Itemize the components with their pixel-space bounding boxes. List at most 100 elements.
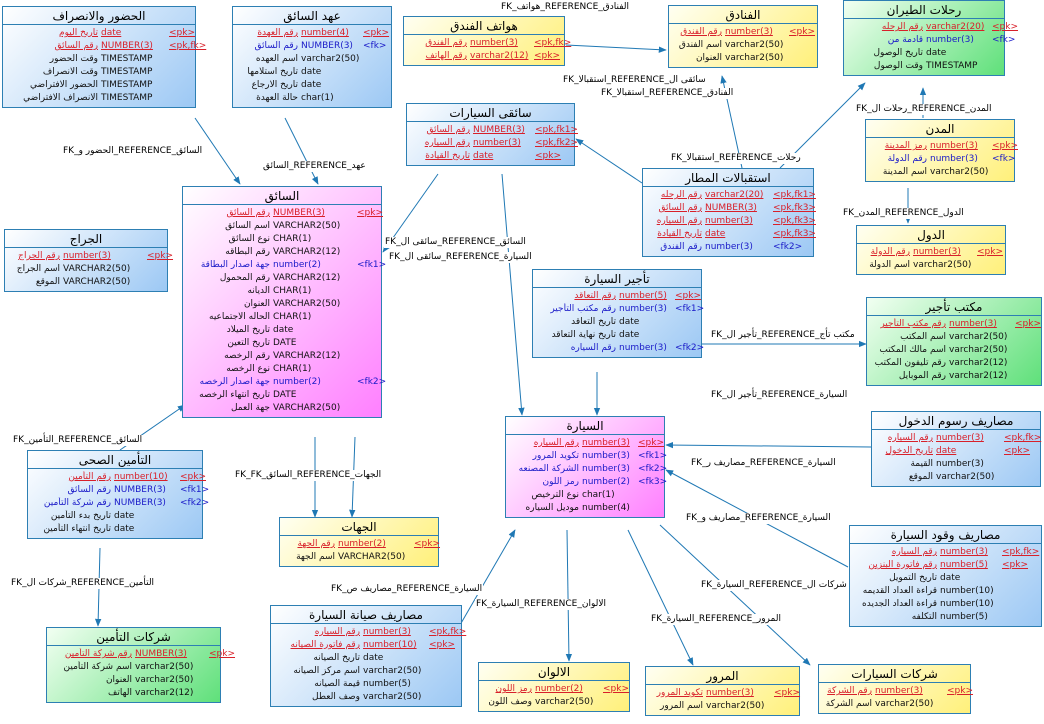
column-row[interactable]: تاريخ الميلادdate [186,324,378,337]
column-row[interactable]: الحضور الافتراضيTIMESTAMP [6,79,192,92]
column-row[interactable]: رقم الرخصهVARCHAR2(12) [186,350,378,363]
entity-car-companies[interactable]: شركات السياراترقم الشركةnumber(3)<pk>اسم… [818,664,973,714]
column-row[interactable]: موديل السيارهnumber(4) [509,502,661,515]
column-row[interactable]: القيمةnumber(3) [875,458,1037,471]
column-row[interactable]: تاريخ الارجاعdate [236,79,388,92]
entity-car[interactable]: السيارةرقم السيارهnumber(3)<pk>تكويد الم… [505,416,668,518]
column-row[interactable]: تاريخ القيادةdate<pk,fk3> [646,228,816,241]
column-row[interactable]: الحاله الاجتماعيهCHAR(1) [186,311,378,324]
column-row[interactable]: العنوانvarchar2(50) [50,674,217,687]
column-row[interactable]: رقم السائقNUMBER(3)<pk,fk1> [410,124,578,137]
column-row[interactable]: رمز المدينةnumber(3)<pk> [869,140,1018,153]
column-row[interactable]: رقم الفندقnumber(3)<fk2> [646,241,810,254]
entity-car-drivers[interactable]: سائقى السياراترقم السائقNUMBER(3)<pk,fk1… [406,103,578,166]
column-row[interactable]: نوع الترخيصchar(1) [509,489,661,502]
column-row[interactable]: اسم العهدهvarchar2(50) [236,53,388,66]
column-row[interactable]: رقم شركة التأمينNUMBER(3)<pk> [50,648,235,661]
column-row[interactable]: حالة العهدةchar(1) [236,92,388,105]
column-row[interactable]: تاريخ القيادةdate<pk> [410,150,571,163]
column-row[interactable]: رقم الشركةnumber(3)<pk> [822,685,973,698]
column-row[interactable]: نوع السائقCHAR(1) [186,233,378,246]
column-row[interactable]: رقم السائقNUMBER(3)<fk1> [31,484,209,497]
column-row[interactable]: الهاتفvarchar2(12) [50,687,217,700]
column-row[interactable]: تاريخ استلامهاdate [236,66,388,79]
entity-attendance[interactable]: الحضور والانصرافتاريخ اليومdate<pk>رقم ا… [2,6,206,108]
column-row[interactable]: اسم مركز الصيانهvarchar2(50) [274,665,458,678]
column-row[interactable]: رقم مكتب التأجيرnumber(3)<pk> [870,318,1041,331]
column-row[interactable]: رقم الدولةnumber(3)<fk> [869,153,1016,166]
column-row[interactable]: رقم مكتب التأجيرnumber(3)<fk1> [536,303,704,316]
entity-rental-office[interactable]: مكتب تأجيررقم مكتب التأجيرnumber(3)<pk>ا… [866,297,1042,386]
column-row[interactable]: رقم التعاقدnumber(5)<pk> [536,290,701,303]
column-row[interactable]: اسم المرورvarchar2(50) [649,700,796,713]
column-row[interactable]: رقم الفندقnumber(3)<pk,fk> [407,37,571,50]
column-row[interactable]: اسم الجراجVARCHAR2(50) [8,263,164,276]
column-row[interactable]: الانصراف الافتراضيTIMESTAMP [6,92,192,105]
column-row[interactable]: العنوانvarchar2(50) [672,52,814,65]
column-row[interactable]: وقت الانصرافTIMESTAMP [6,66,192,79]
column-row[interactable]: تاريخ التعاقدdate [536,316,698,329]
column-row[interactable]: اسم المكتبvarchar2(50) [870,331,1038,344]
entity-colors[interactable]: الالوانرمز اللونnumber(2)<pk>وصف اللونva… [478,662,630,712]
column-row[interactable]: اسم الفندقvarchar2(50) [672,39,814,52]
entity-hotel-phones[interactable]: هواتف الفندقرقم الفندقnumber(3)<pk,fk>رق… [403,16,571,66]
column-row[interactable]: رقم الدولةnumber(3)<pk> [860,246,1003,259]
column-row[interactable]: تاريخ الدخولdate<pk> [875,445,1037,458]
column-row[interactable]: رقم التأمينnumber(10)<pk> [31,471,206,484]
column-row[interactable]: رقم الموبايلvarchar2(12) [870,370,1038,383]
column-row[interactable]: رقم السيارهnumber(3)<fk2> [536,342,705,355]
column-row[interactable]: اسم الدولةvarchar2(50) [860,259,1002,272]
entity-health-insurance[interactable]: التأمين الصحىرقم التأمينnumber(10)<pk>رق… [27,450,209,539]
column-row[interactable]: تاريخ الصيانهdate [274,652,458,665]
column-row[interactable]: رقم العهدةnumber(4)<pk> [236,27,389,40]
column-row[interactable]: قادمة منnumber(3)<fk> [847,34,1016,47]
column-row[interactable]: تكويد المرورnumber(3)<pk> [649,687,800,700]
column-row[interactable]: رقم السيارهnumber(3)<pk,fk3> [646,215,816,228]
column-row[interactable]: وصف اللونvarchar2(50) [482,696,626,709]
column-row[interactable]: رقم السائقNUMBER(3)<pk,fk3> [646,202,816,215]
column-row[interactable]: رقم الرحلهvarchar2(20)<pk> [847,21,1018,34]
column-row[interactable]: اسم الشركةvarchar2(50) [822,698,967,711]
column-row[interactable]: تاريخ الوصولdate [847,47,1001,60]
entity-entry-fees[interactable]: مصاريف رسوم الدخولرقم السيارهnumber(3)<p… [871,411,1041,487]
column-row[interactable]: وقت الوصولTIMESTAMP [847,60,1001,73]
column-row[interactable]: رقم الجهةnumber(2)<pk> [283,538,440,551]
column-row[interactable]: رقم السيارهnumber(3)<pk,fk> [853,546,1040,559]
column-row[interactable]: الشركة المصنعهnumber(3)<fk2> [509,463,668,476]
column-row[interactable]: رقم الفندقnumber(3)<pk> [672,26,815,39]
column-row[interactable]: تاريخ بدء التأمينdate [31,510,199,523]
entity-fuel-expenses[interactable]: مصاريف وقود السيارةرقم السيارهnumber(3)<… [849,525,1042,627]
column-row[interactable]: الموقعvarchar2(50) [875,471,1037,484]
column-row[interactable]: رقم السيارهnumber(3)<pk,fk> [274,626,467,639]
column-row[interactable]: العنوانVARCHAR2(50) [186,298,378,311]
column-row[interactable]: رقم السيارهnumber(3)<pk> [509,437,664,450]
column-row[interactable]: الموقعVARCHAR2(50) [8,276,164,289]
column-row[interactable]: تاريخ التمويلdate [853,572,1038,585]
column-row[interactable]: تاريخ اليومdate<pk> [6,27,195,40]
column-row[interactable]: رقم البطاقهVARCHAR2(12) [186,246,378,259]
entity-airport-receptions[interactable]: استقبالات المطاررقم الرحلهvarchar2(20)<p… [642,168,816,257]
column-row[interactable]: رقم السيارهnumber(3)<pk,fk> [875,432,1042,445]
column-row[interactable]: اسم الجهةVARCHAR2(50) [283,551,435,564]
column-row[interactable]: وصف العطلvarchar2(50) [274,691,458,704]
column-row[interactable]: جهة العملVARCHAR2(50) [186,402,378,415]
column-row[interactable]: رقم فاتورة البنزينnumber(5)<pk> [853,559,1038,572]
column-row[interactable]: اسم المدينةvarchar2(50) [869,166,1011,179]
column-row[interactable]: تاريخ انتهاء التأمينdate [31,523,199,536]
entity-driver-custody[interactable]: عهد السائقرقم العهدةnumber(4)<pk>رقم الس… [232,6,392,108]
column-row[interactable]: رقم تليفون المكتبvarchar2(12) [870,357,1038,370]
column-row[interactable]: جهة اصدار الرخصهnumber(2)<fk2> [186,376,387,389]
entity-hotels[interactable]: الفنادقرقم الفندقnumber(3)<pk>اسم الفندق… [668,5,818,68]
entity-insurance-companies[interactable]: شركات التأمينرقم شركة التأمينNUMBER(3)<p… [46,627,235,703]
column-row[interactable]: رقم الجراجnumber(3)<pk> [8,250,173,263]
column-row[interactable]: رمز اللونnumber(2)<fk3> [509,476,668,489]
entity-cities[interactable]: المدنرمز المدينةnumber(3)<pk>رقم الدولةn… [865,119,1018,182]
column-row[interactable]: قيمة الصيانهnumber(5) [274,678,458,691]
column-row[interactable]: قراءة العداد القديمهnumber(10) [853,585,1038,598]
column-row[interactable]: اسم شركة التأمينvarchar2(50) [50,661,217,674]
column-row[interactable]: الديانهCHAR(1) [186,285,378,298]
entity-driver[interactable]: السائقرقم السائقNUMBER(3)<pk>اسم السائقV… [182,186,387,418]
column-row[interactable]: رقم السائقNUMBER(3)<pk> [186,207,383,220]
entity-authorities[interactable]: الجهاترقم الجهةnumber(2)<pk>اسم الجهةVAR… [279,517,440,567]
column-row[interactable]: تاريخ نهاية التعاقدdate [536,329,698,342]
